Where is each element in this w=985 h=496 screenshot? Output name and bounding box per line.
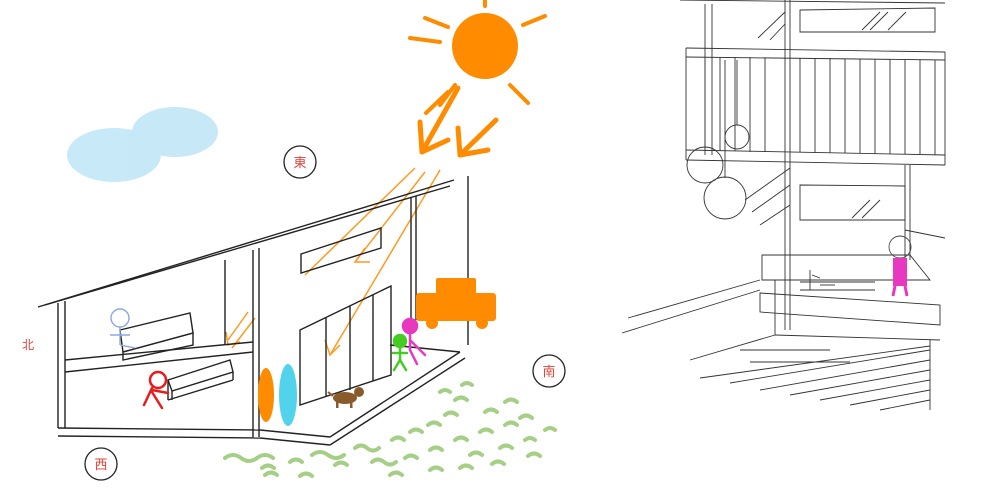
grass-area: [223, 381, 557, 478]
cloud-icon: [67, 107, 218, 182]
house-outline: [37, 176, 469, 446]
cyan-figure: [279, 364, 297, 426]
pendant-lights: [686, 60, 750, 220]
interior-perspective-sketch: [621, 0, 946, 411]
car-icon: [416, 278, 496, 329]
person-icon: [391, 333, 409, 372]
orange-figure: [258, 368, 274, 422]
svg-text:南: 南: [542, 364, 555, 380]
sunlight-arrow-large: [417, 85, 499, 158]
compass-label-west: 西: [84, 447, 118, 481]
person-icon: [888, 235, 912, 297]
wall-slats: [719, 57, 936, 155]
compass-label-south: 南: [532, 354, 566, 388]
house-section-diagram: 東 南 西 北: [22, 0, 566, 481]
compass-label-north: 北: [22, 338, 34, 352]
person-icon: [142, 370, 170, 410]
dog-icon: [327, 387, 364, 408]
svg-text:東: 東: [293, 155, 306, 171]
person-icon: [110, 308, 136, 349]
compass-label-east: 東: [283, 145, 317, 179]
person-icon: [401, 317, 427, 366]
svg-text:西: 西: [94, 458, 107, 473]
floor-boards: [621, 279, 931, 411]
sun-icon: [408, 0, 547, 115]
